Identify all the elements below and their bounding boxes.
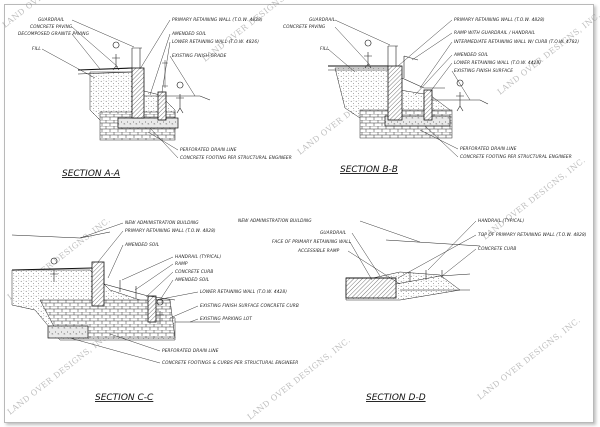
callout-accessible-ramp: ACCESSIBLE RAMP	[297, 248, 340, 254]
callout-finish-surface: EXISTING FINISH SURFACE	[454, 68, 513, 74]
callout-drain-line: PERFORATED DRAIN LINE	[162, 348, 219, 354]
callout-guardrail: GUARDRAIL	[309, 17, 336, 23]
callout-footing: CONCRETE FOOTING PER STRUCTURAL ENGINEER	[180, 155, 292, 161]
callout-concrete-paving: CONCRETE PAVING	[283, 24, 326, 30]
callout-primary-wall: PRIMARY RETAINING WALL (T.O.W. 4828)	[454, 17, 545, 23]
callout-guardrail: GUARDRAIL	[320, 230, 347, 236]
section-d-d: NEW ADMINISTRATION BUILDING GUARDRAIL FA…	[238, 218, 587, 403]
watermark: LAND OVER DESIGNS, INC.	[6, 331, 113, 417]
callout-fill: FILL	[32, 46, 41, 52]
callout-amended-soil: AMENDED SOIL	[124, 242, 160, 248]
callout-parking-lot: EXISTING PARKING LOT	[200, 316, 252, 322]
watermark: LAND OVER DESIGNS, INC.	[496, 11, 600, 97]
watermark: LAND OVER DESIGNS, INC.	[246, 336, 353, 422]
callout-concrete-curb: CONCRETE CURB	[175, 269, 213, 275]
callout-lower-wall: LOWER RETAINING WALL (T.O.W. 4428)	[454, 60, 541, 66]
callout-admin-building: NEW ADMINISTRATION BUILDING	[238, 218, 312, 224]
section-a-title: SECTION A-A	[62, 169, 120, 179]
callout-concrete-paving: CONCRETE PAVING	[30, 24, 73, 30]
callout-lower-wall: LOWER RETAINING WALL (T.O.W. 4428)	[200, 289, 287, 295]
callout-lower-wall: LOWER RETAINING WALL (T.O.W. 4826)	[172, 39, 259, 45]
callout-primary-wall: PRIMARY RETAINING WALL (T.O.W. 4828)	[125, 228, 216, 234]
callout-intermediate-wall: INTERMEDIATE RETAINING WALL W/ CURB (T.O…	[454, 39, 579, 45]
callout-footing: CONCRETE FOOTING PER STRUCTURAL ENGINEER	[460, 154, 572, 160]
callout-amended-soil: AMENDED SOIL	[453, 52, 489, 58]
callout-top-primary-wall: TOP OF PRIMARY RETAINING WALL (T.O.W. 48…	[478, 232, 587, 238]
callout-ramp: RAMP	[175, 261, 188, 267]
watermark: LAND OVER DESIGNS, INC.	[476, 316, 583, 402]
callout-amended-soil-2: AMENDED SOIL	[174, 277, 210, 283]
section-b-b: GUARDRAIL CONCRETE PAVING FILL PRIMARY R…	[283, 17, 579, 175]
callout-footings: CONCRETE FOOTINGS & CURBS PER STRUCTURAL…	[162, 360, 298, 366]
callout-admin-building: NEW ADMINISTRATION BUILDING	[125, 220, 199, 226]
callout-dg-paving: DECOMPOSED GRANITE PAVING	[18, 31, 90, 37]
callout-handrail: HANDRAIL (TYPICAL)	[175, 254, 221, 260]
callout-amended-soil: AMENDED SOIL	[171, 31, 207, 37]
callout-concrete-curb: CONCRETE CURB	[478, 246, 516, 252]
callout-fill: FILL	[320, 46, 329, 52]
section-c-title: SECTION C-C	[95, 393, 154, 403]
callout-finish-surface: EXISTING FINISH SURFACE CONCRETE CURB	[200, 303, 299, 309]
callout-finish-grade: EXISTING FINISH GRADE	[172, 53, 227, 59]
section-b-title: SECTION B-B	[340, 165, 398, 175]
callout-drain-line: PERFORATED DRAIN LINE	[460, 146, 517, 152]
section-a-a: GUARDRAIL CONCRETE PAVING DECOMPOSED GRA…	[18, 17, 292, 179]
callout-drain-line: PERFORATED DRAIN LINE	[180, 147, 237, 153]
callout-handrail: HANDRAIL (TYPICAL)	[478, 218, 524, 224]
callout-face-primary-wall: FACE OF PRIMARY RETAINING WALL	[272, 239, 352, 245]
callout-primary-wall: PRIMARY RETAINING WALL (T.O.W. 4828)	[172, 17, 263, 23]
callout-guardrail: GUARDRAIL	[38, 17, 65, 23]
section-c-c: NEW ADMINISTRATION BUILDING PRIMARY RETA…	[11, 220, 299, 403]
section-d-title: SECTION D-D	[366, 393, 426, 403]
watermark: LAND OVER DESIGNS, INC.	[481, 156, 588, 242]
callout-ramp-guardrail: RAMP WITH GUARDRAIL / HANDRAIL	[454, 30, 536, 36]
